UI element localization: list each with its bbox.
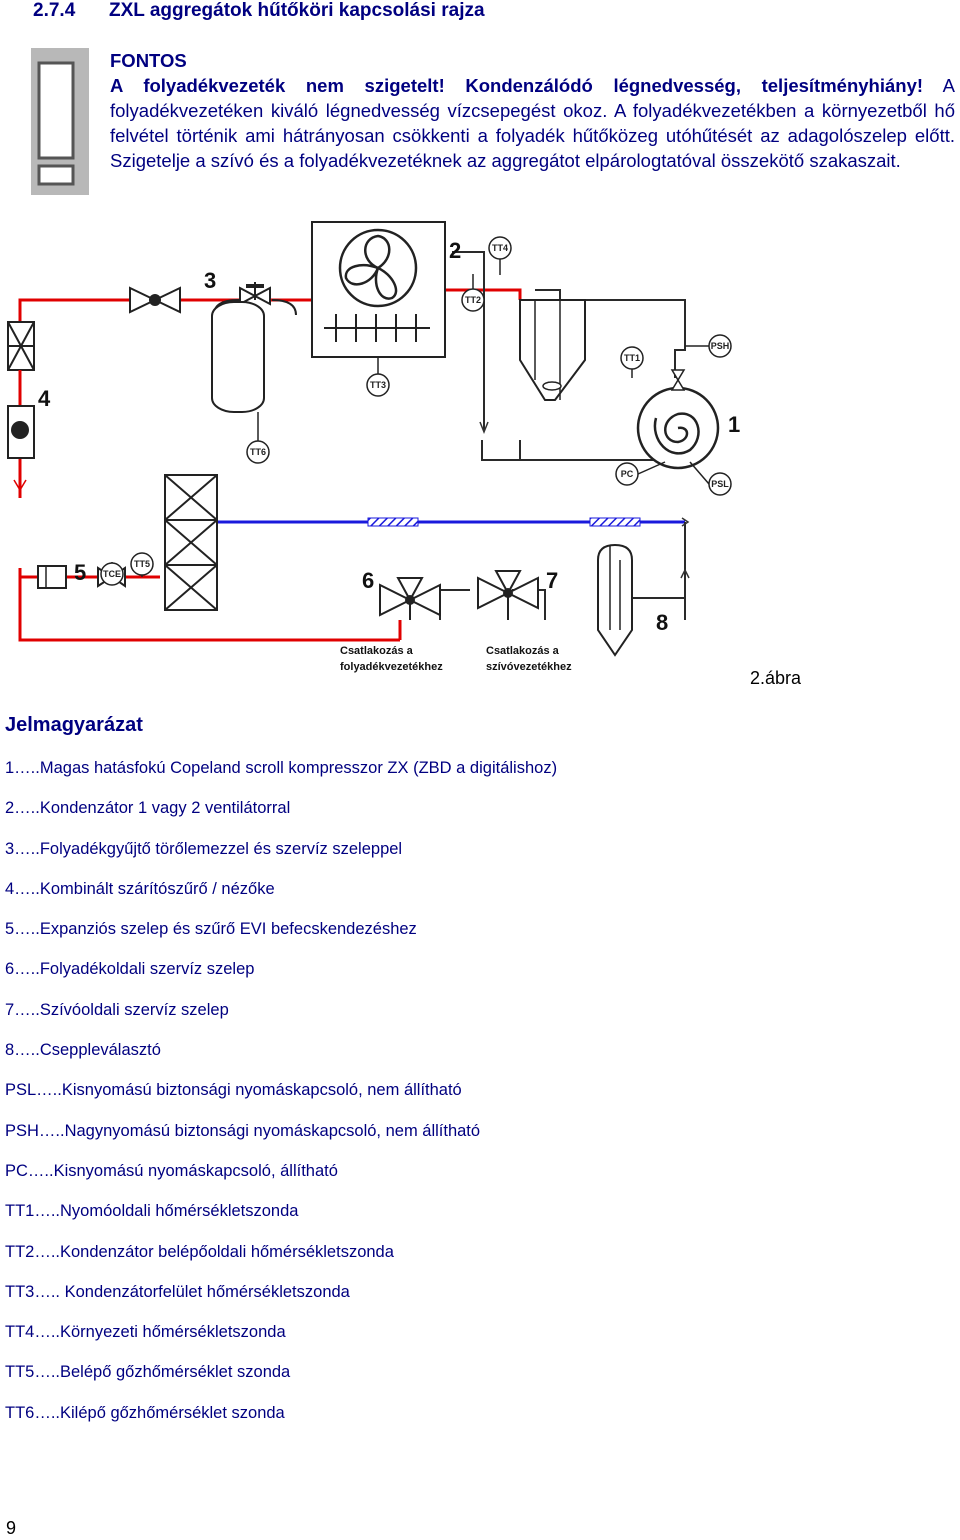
legend-item: TT6…..Kilépő gőzhőmérséklet szonda xyxy=(5,1403,285,1422)
insulation-segment xyxy=(589,517,641,527)
section-title: ZXL aggregátok hűtőköri kapcsolási rajza xyxy=(109,0,485,21)
label-7: 7 xyxy=(546,568,558,593)
label-3: 3 xyxy=(204,268,216,293)
svg-text:PC: PC xyxy=(621,469,634,479)
caption-suction-line1: Csatlakozás a xyxy=(486,645,560,657)
warning-body: A folyadékvezetéken kiváló légnedvesség … xyxy=(110,75,955,171)
svg-text:TT5: TT5 xyxy=(134,559,150,569)
label-6: 6 xyxy=(362,568,374,593)
svg-text:TT1: TT1 xyxy=(624,353,640,363)
svg-text:TT2: TT2 xyxy=(465,295,481,305)
condenser xyxy=(311,221,446,375)
label-8: 8 xyxy=(656,610,668,635)
legend-item: PSL…..Kisnyomású biztonsági nyomáskapcso… xyxy=(5,1081,462,1100)
page-number: 9 xyxy=(6,1518,17,1538)
warning-bold-line: A folyadékvezeték nem szigetelt! Kondenz… xyxy=(110,75,924,96)
service-valve-top xyxy=(129,286,181,314)
service-valve-suction xyxy=(477,570,539,620)
caption-suction-line2: szívóvezetékhez xyxy=(486,661,572,673)
label-4: 4 xyxy=(38,386,51,411)
warning-text: FONTOS A folyadékvezeték nem szigetelt! … xyxy=(110,48,955,173)
sensor-tt2: TT2 xyxy=(461,288,485,312)
refrigeration-diagram: TT4 TT2 TT3 TT1 PSH PC PSL TT6 TT5 TCE 1… xyxy=(7,221,740,673)
legend-list: 1…..Magas hatásfokú Copeland scroll komp… xyxy=(5,758,557,1443)
insulation-segment xyxy=(367,517,419,527)
scroll-compressor xyxy=(636,369,720,470)
caption-liquid-line2: folyadékvezetékhez xyxy=(340,661,443,673)
service-valve-liquid xyxy=(379,577,441,620)
legend-item: 1…..Magas hatásfokú Copeland scroll komp… xyxy=(5,759,558,777)
sensor-tt1: TT1 xyxy=(620,346,644,370)
legend-item: 4…..Kombinált szárítószűrő / nézőke xyxy=(5,879,275,898)
label-5: 5 xyxy=(74,560,86,585)
legend-item: 6…..Folyadékoldali szervíz szelep xyxy=(5,960,255,979)
legend-title: Jelmagyarázat xyxy=(5,714,143,736)
legend-item: TT4…..Környezeti hőmérsékletszonda xyxy=(5,1323,286,1342)
svg-text:TT4: TT4 xyxy=(492,243,508,253)
legend-item: PSH…..Nagynyomású biztonsági nyomáskapcs… xyxy=(5,1121,481,1140)
svg-text:PSH: PSH xyxy=(711,341,730,351)
sensor-tt6: TT6 xyxy=(246,440,270,464)
legend-item: TT1…..Nyomóoldali hőmérsékletszonda xyxy=(5,1202,299,1221)
sensor-psl: PSL xyxy=(708,472,732,496)
svg-text:TT6: TT6 xyxy=(250,447,266,457)
filter-drier xyxy=(7,321,35,459)
liquid-receiver xyxy=(211,282,297,442)
warning-title: FONTOS xyxy=(110,50,187,71)
label-2: 2 xyxy=(449,238,461,263)
warning-icon xyxy=(31,48,89,195)
label-1: 1 xyxy=(728,412,740,437)
legend-item: 8…..Cseppleválasztó xyxy=(5,1041,161,1060)
sensor-psh: PSH xyxy=(708,334,732,358)
sensor-tt5: TT5 xyxy=(130,552,154,576)
legend-item: 5…..Expanziós szelep és szűrő EVI befecs… xyxy=(5,920,417,939)
separator-funnel xyxy=(519,299,586,401)
legend-item: 7…..Szívóoldali szervíz szelep xyxy=(5,1000,229,1019)
legend-item: 3…..Folyadékgyűjtő törőlemezzel és szerv… xyxy=(5,839,403,858)
sensor-pc: PC xyxy=(615,462,639,486)
suction-accumulator xyxy=(597,543,633,657)
svg-text:TT3: TT3 xyxy=(370,380,386,390)
legend-item: 2…..Kondenzátor 1 vagy 2 ventilátorral xyxy=(5,799,291,818)
legend-item: TT3….. Kondenzátorfelület hőmérsékletszo… xyxy=(5,1282,350,1301)
sensor-tt3: TT3 xyxy=(366,373,390,397)
section-heading: 2.7.4 ZXL aggregátok hűtőköri kapcsolási … xyxy=(33,0,485,22)
sensor-tt4: TT4 xyxy=(488,236,512,260)
sensor-tce: TCE xyxy=(100,562,124,586)
svg-text:TCE: TCE xyxy=(103,569,121,579)
legend-item: TT5…..Belépő gőzhőmérséklet szonda xyxy=(5,1363,291,1382)
caption-liquid-line1: Csatlakozás a xyxy=(340,645,414,657)
legend-item: TT2…..Kondenzátor belépőoldali hőmérsékl… xyxy=(5,1242,394,1261)
legend-item: PC…..Kisnyomású nyomáskapcsoló, állíthat… xyxy=(5,1161,338,1180)
heat-exchanger xyxy=(164,474,218,611)
figure-label: 2.ábra xyxy=(750,668,802,688)
svg-text:PSL: PSL xyxy=(711,479,729,489)
section-number: 2.7.4 xyxy=(33,0,76,21)
